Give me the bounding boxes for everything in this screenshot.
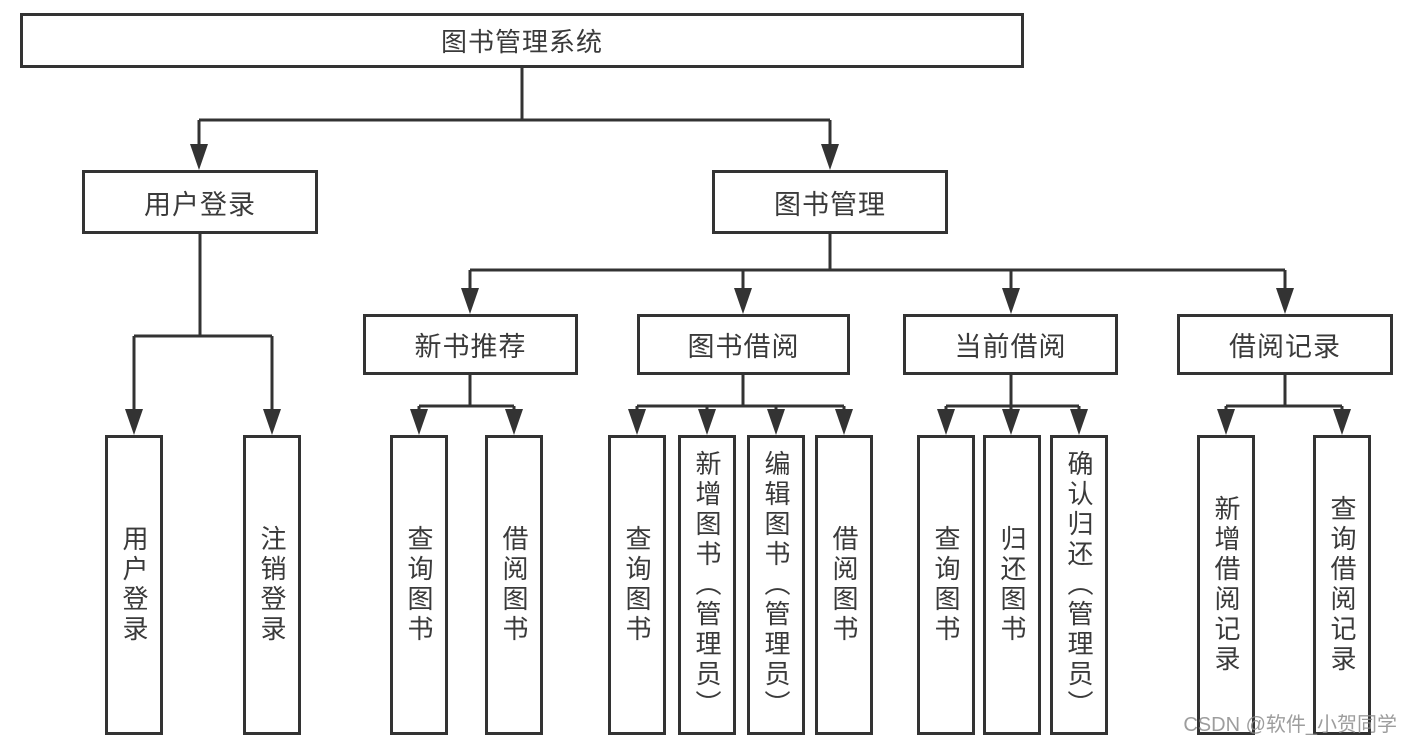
csdn-watermark: CSDN @软件_小贺同学: [1183, 714, 1397, 736]
node-add-borrow-record: 新增借阅记录: [1197, 435, 1255, 735]
node-label: 当前借阅: [954, 332, 1067, 362]
node-label: 图书借阅: [687, 332, 800, 362]
node-label: 图书管理系统: [440, 27, 603, 57]
node-add-book-admin: 新增图书（管理员）: [678, 435, 736, 735]
node-query-books-recommend: 查询图书: [390, 435, 448, 735]
node-edit-book-admin: 编辑图书（管理员）: [747, 435, 805, 735]
arrow-down-icon: [1333, 409, 1351, 435]
node-book-management: 图书管理: [712, 170, 948, 234]
node-label: 新增图书（管理员）: [692, 450, 722, 720]
node-logout: 注销登录: [243, 435, 301, 735]
node-query-borrow-record: 查询借阅记录: [1313, 435, 1371, 735]
node-label: 新增借阅记录: [1211, 495, 1241, 675]
node-label: 用户登录: [144, 189, 256, 220]
arrow-down-icon: [698, 409, 716, 435]
node-label: 查询借阅记录: [1327, 495, 1357, 675]
connector-user-login: [132, 234, 274, 414]
connector-book-management: [468, 234, 1287, 292]
node-label: 新书推荐: [414, 332, 527, 362]
node-label: 查询图书: [404, 525, 434, 645]
node-book-borrow: 图书借阅: [637, 314, 850, 375]
node-user-login: 用户登录: [82, 170, 318, 234]
node-borrow-records: 借阅记录: [1177, 314, 1393, 375]
node-return-book: 归还图书: [983, 435, 1041, 735]
connector-book-borrow: [635, 375, 846, 414]
node-label: 注销登录: [257, 525, 287, 645]
node-label: 借阅图书: [499, 525, 529, 645]
arrow-down-icon: [263, 409, 281, 435]
node-label: 查询图书: [622, 525, 652, 645]
arrow-down-icon: [461, 288, 479, 314]
arrow-down-icon: [1070, 409, 1088, 435]
connector-current-borrow: [944, 375, 1081, 414]
arrow-down-icon: [628, 409, 646, 435]
node-borrow-books-leaf: 借阅图书: [815, 435, 873, 735]
arrow-down-icon: [410, 409, 428, 435]
arrow-down-icon: [1002, 288, 1020, 314]
node-label: 归还图书: [997, 525, 1027, 645]
connector-borrow-records: [1224, 375, 1344, 414]
arrow-down-icon: [190, 144, 208, 170]
node-query-books-current: 查询图书: [917, 435, 975, 735]
node-label: 编辑图书（管理员）: [761, 450, 791, 720]
arrow-down-icon: [1002, 409, 1020, 435]
arrow-down-icon: [1276, 288, 1294, 314]
arrow-down-icon: [125, 409, 143, 435]
connector-new-book-recommend: [417, 375, 516, 414]
node-query-books-borrow: 查询图书: [608, 435, 666, 735]
node-library-management-system: 图书管理系统: [20, 13, 1024, 68]
node-label: 用户登录: [119, 525, 149, 645]
arrow-down-icon: [937, 409, 955, 435]
node-label: 查询图书: [931, 525, 961, 645]
node-label: 借阅记录: [1229, 332, 1341, 362]
node-confirm-return-admin: 确认归还（管理员）: [1050, 435, 1108, 735]
arrow-down-icon: [835, 409, 853, 435]
node-label: 图书管理: [774, 189, 886, 220]
arrow-down-icon: [767, 409, 785, 435]
node-label: 借阅图书: [829, 525, 859, 645]
node-label: 确认归还（管理员）: [1064, 450, 1094, 720]
arrow-down-icon: [1217, 409, 1235, 435]
arrow-down-icon: [821, 144, 839, 170]
node-new-book-recommend: 新书推荐: [363, 314, 578, 375]
node-user-login-leaf: 用户登录: [105, 435, 163, 735]
arrow-down-icon: [734, 288, 752, 314]
node-current-borrow: 当前借阅: [903, 314, 1118, 375]
connector-root: [197, 68, 832, 148]
arrow-down-icon: [505, 409, 523, 435]
node-borrow-books-recommend: 借阅图书: [485, 435, 543, 735]
